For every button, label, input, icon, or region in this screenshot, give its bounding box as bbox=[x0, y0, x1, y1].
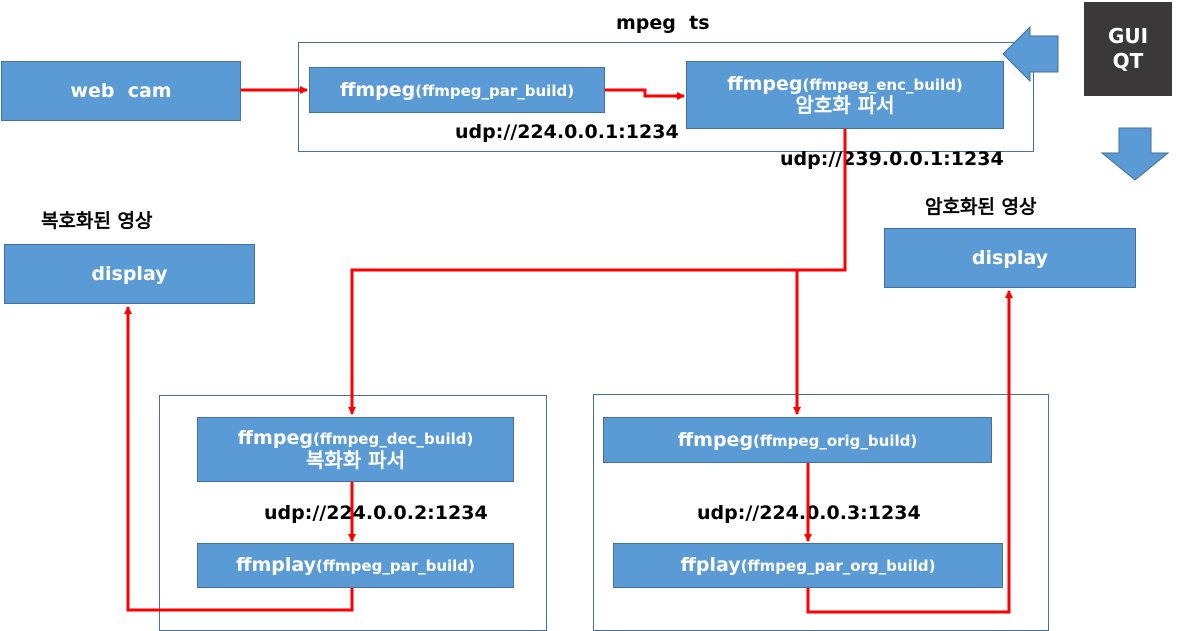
arrow-enc-to-dec bbox=[348, 129, 847, 415]
enc-label: ffmpeg(ffmpeg_enc_build) bbox=[727, 72, 963, 95]
gui-qt-box[interactable]: GUI QT bbox=[1084, 2, 1172, 96]
ffplay-left-box[interactable]: ffmplay(ffmpeg_par_build) bbox=[197, 543, 514, 588]
ffplay-left-label: ffmplay(ffmpeg_par_build) bbox=[236, 554, 475, 577]
webcam-label: web cam bbox=[70, 79, 172, 102]
ffplay-right-box[interactable]: ffplay(ffmpeg_par_org_build) bbox=[613, 543, 1003, 588]
orig-label: ffmpeg(ffmpeg_orig_build) bbox=[677, 428, 918, 451]
ffmpeg-orig-build-box[interactable]: ffmpeg(ffmpeg_orig_build) bbox=[603, 417, 992, 463]
arrow-ffplay-right-to-display bbox=[806, 290, 1013, 614]
left-block-arrow-icon bbox=[1002, 25, 1059, 83]
ffmpeg-enc-build-box[interactable]: ffmpeg(ffmpeg_enc_build) 암호화 파서 bbox=[686, 61, 1004, 129]
display-right-label: display bbox=[971, 246, 1049, 269]
par-label: ffmpeg(ffmpeg_par_build) bbox=[339, 78, 575, 101]
ffmpeg-dec-build-box[interactable]: ffmpeg(ffmpeg_dec_build) 복화화 파서 bbox=[197, 417, 514, 482]
ffmpeg-par-build-box[interactable]: ffmpeg(ffmpeg_par_build) bbox=[309, 67, 605, 113]
display-right-box[interactable]: display bbox=[884, 228, 1136, 288]
udp-224-0-0-2-label: udp://224.0.0.2:1234 bbox=[264, 502, 488, 524]
udp-239-0-0-1-label: udp://239.0.0.1:1234 bbox=[780, 148, 1004, 170]
down-block-arrow-icon bbox=[1100, 127, 1170, 181]
udp-224-0-0-1-label: udp://224.0.0.1:1234 bbox=[455, 121, 679, 143]
mpeg-ts-container bbox=[298, 42, 1034, 152]
gui-label: GUI bbox=[1107, 24, 1149, 48]
mpeg-ts-label: mpeg ts bbox=[616, 12, 710, 34]
dec-label: ffmpeg(ffmpeg_dec_build) bbox=[237, 427, 474, 450]
display-left-label: display bbox=[91, 262, 168, 285]
qt-label: QT bbox=[1112, 49, 1144, 73]
encrypted-video-label: 암호화된 영상 bbox=[925, 196, 1037, 218]
display-left-box[interactable]: display bbox=[4, 244, 255, 304]
arrow-ffplay-left-to-display bbox=[124, 306, 354, 612]
arrow-par-to-enc bbox=[605, 88, 685, 100]
dec-parser-label: 복화화 파서 bbox=[306, 447, 405, 472]
webcam-box[interactable]: web cam bbox=[1, 61, 241, 121]
decoded-video-label: 복호화된 영상 bbox=[41, 210, 153, 232]
ffplay-right-label: ffplay(ffmpeg_par_org_build) bbox=[680, 554, 936, 577]
enc-parser-label: 암호화 파서 bbox=[795, 93, 895, 118]
